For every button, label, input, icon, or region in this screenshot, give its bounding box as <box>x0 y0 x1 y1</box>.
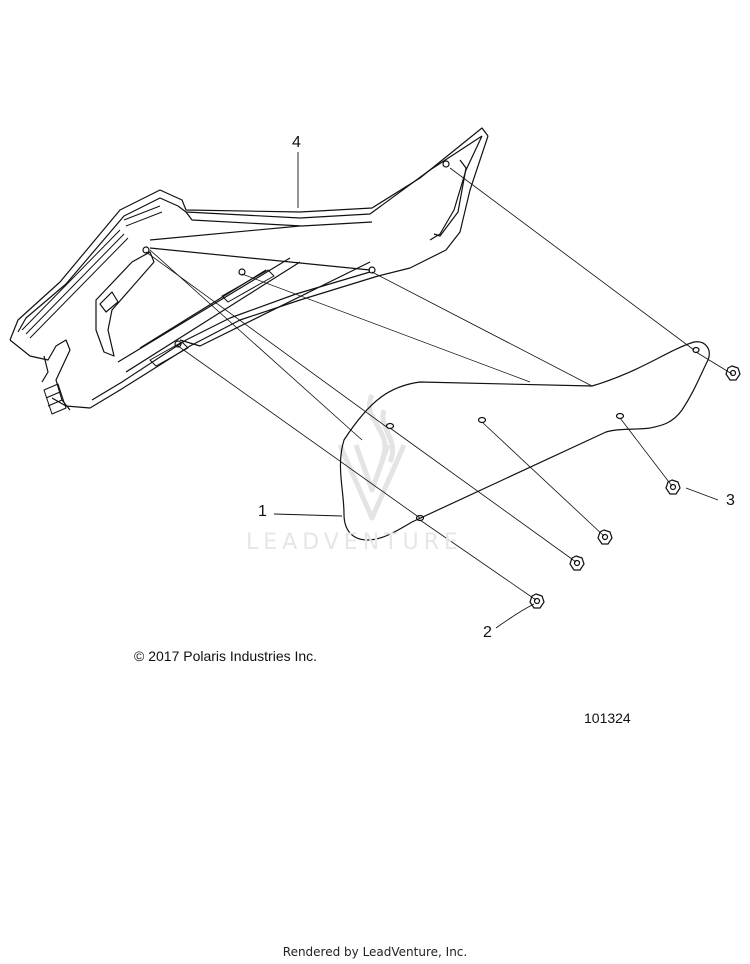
part-4-side-panel <box>9 127 489 415</box>
copyright-text: © 2017 Polaris Industries Inc. <box>134 648 318 664</box>
nut-icon <box>665 479 681 495</box>
drawing-number: 101324 <box>584 710 631 726</box>
nut-icon <box>569 555 585 571</box>
callout-1: 1 <box>258 503 267 520</box>
callout-3: 3 <box>726 492 735 509</box>
part-2-3-nuts <box>529 365 741 609</box>
nut-icon <box>725 365 741 381</box>
callout-4: 4 <box>292 134 301 151</box>
watermark-logo <box>337 393 407 521</box>
nut-icon <box>529 593 545 609</box>
footer-text: Rendered by LeadVenture, Inc. <box>282 945 468 959</box>
part-1-guard-plate <box>339 341 710 541</box>
callout-leaders <box>273 152 719 629</box>
assembly-lines <box>145 167 733 601</box>
callout-2: 2 <box>483 624 492 641</box>
nut-icon <box>597 529 613 545</box>
vent-grille <box>21 205 163 339</box>
watermark-text: LEADVENTURE <box>246 530 463 555</box>
